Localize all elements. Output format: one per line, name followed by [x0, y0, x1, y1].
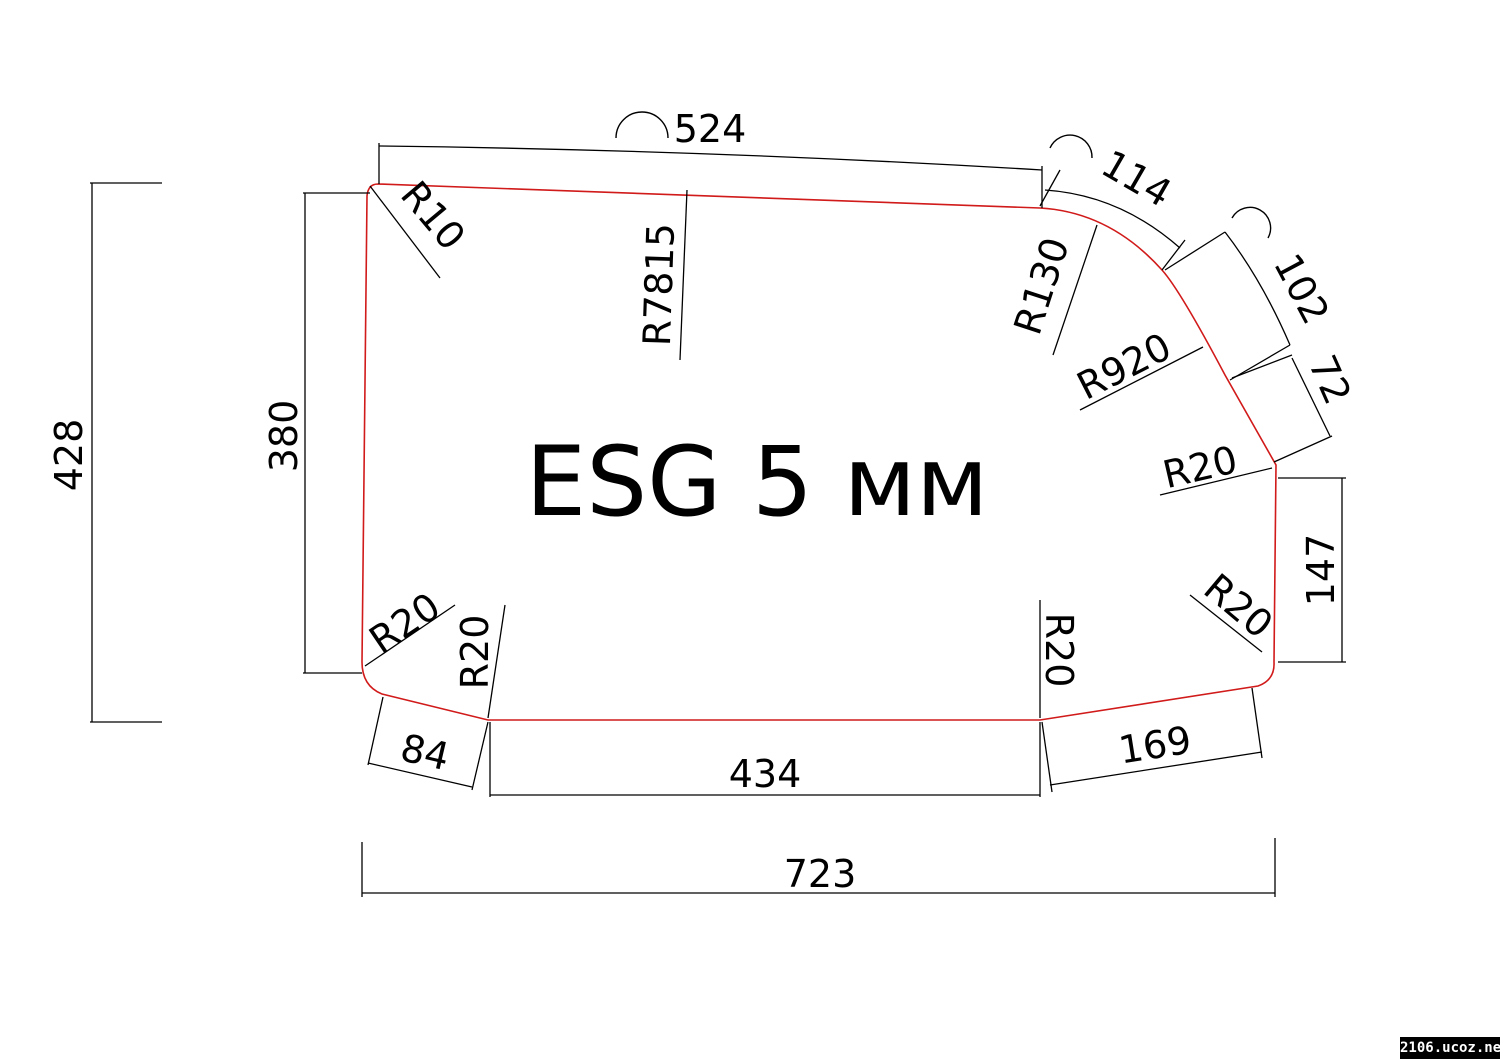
radius-leader-top-left [369, 185, 441, 279]
dimension-total-height [90, 182, 162, 723]
radius-top-right-label: R130 [1005, 232, 1077, 340]
dimension-upper-right-arc [1039, 134, 1186, 271]
watermark: 2106.ucoz.net [1400, 1037, 1510, 1059]
dimension-upper-right-arc-label: 114 [1094, 142, 1179, 216]
radius-bottom-right-corner-label: R20 [1196, 565, 1282, 647]
dimension-bottom-right [1041, 687, 1263, 793]
dimension-bottom-left-label: 84 [396, 725, 453, 779]
radius-leader-top-right [1052, 224, 1098, 356]
glass-title: ESG 5 мм [526, 426, 989, 538]
dimension-total-height-label: 428 [47, 419, 91, 492]
dimension-right-short [1231, 354, 1333, 463]
dimension-right-arc-label: 102 [1265, 247, 1338, 332]
radius-top-edge-label: R7815 [635, 222, 683, 347]
arc-symbol [1049, 134, 1093, 159]
radius-leader-bottom-left-corner [364, 604, 456, 667]
radius-leader-top-edge [679, 189, 688, 361]
glass-outline [361, 183, 1277, 721]
dimension-total-width-label: 723 [784, 852, 857, 896]
radius-right-curve-label: R920 [1070, 324, 1178, 408]
radius-bottom-left-corner-label: R20 [361, 584, 448, 662]
dimension-total-width [361, 838, 1276, 897]
radius-leader-bottom-mid-left [487, 604, 506, 719]
radius-right-corner-label: R20 [1159, 437, 1242, 497]
radius-leader-bottom-right-corner [1189, 594, 1263, 653]
radius-leader-right-curve [1079, 346, 1204, 411]
radius-bottom-mid-left-label: R20 [453, 615, 497, 690]
dimension-right-vertical-label: 147 [1299, 534, 1343, 607]
dimension-bottom-left [367, 696, 489, 791]
dimension-right-short-label: 72 [1300, 349, 1360, 411]
dimension-bottom-middle-label: 434 [729, 752, 802, 796]
dimension-left-height [303, 192, 370, 674]
dimension-bottom-middle [489, 722, 1041, 797]
radius-leader-right-corner [1159, 467, 1273, 496]
dimension-top-arc-label: 524 [674, 107, 747, 151]
dimension-right-arc [1164, 206, 1291, 381]
arc-symbol [1231, 206, 1272, 239]
dimension-left-height-label: 380 [262, 400, 306, 473]
radius-bottom-mid-right-label: R20 [1037, 613, 1081, 688]
arc-symbol [615, 111, 669, 139]
dimension-right-vertical [1278, 477, 1346, 663]
dimension-top-arc [378, 111, 1043, 208]
